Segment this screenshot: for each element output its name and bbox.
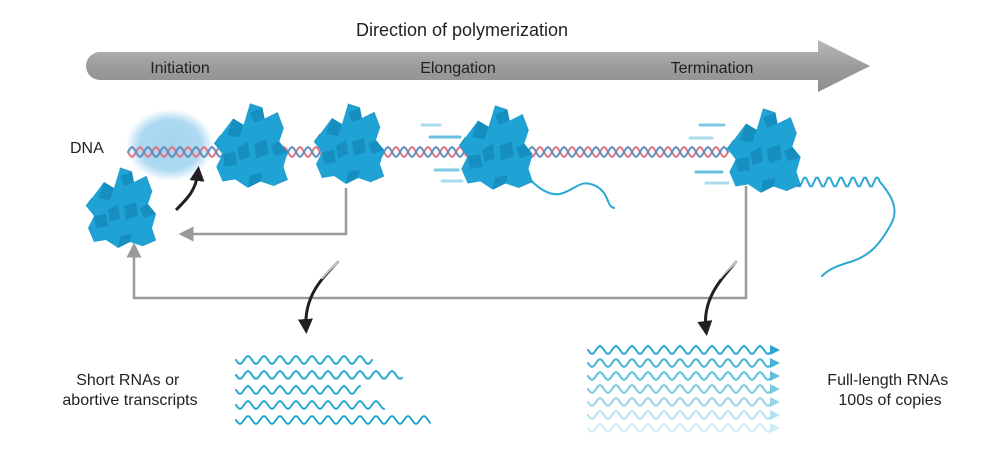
rna-strand-icon (587, 422, 771, 434)
rna-arrowhead (770, 371, 780, 381)
rna-strand-icon (587, 370, 771, 382)
rna-arrowhead (770, 410, 780, 420)
full-rnas-label: Full-length RNAs 100s of copies (827, 372, 952, 409)
rna-strand-icon (587, 396, 771, 408)
rna-strand-icon (235, 414, 431, 426)
rna-polymerase-icon (213, 103, 289, 189)
rna-polymerase-icon (85, 167, 157, 249)
rna-strand-icon (519, 169, 615, 209)
rna-strand-icon (587, 357, 771, 369)
rna-arrowhead (770, 397, 780, 407)
promoter-glow (126, 109, 214, 181)
short-rna-pool (235, 354, 431, 426)
rna-polymerase-icon (726, 108, 802, 194)
release-arrows (297, 260, 738, 336)
stage-initiation: Initiation (150, 60, 210, 77)
dna-label: DNA (70, 140, 104, 157)
motion-streaks (420, 123, 730, 185)
stage-elongation: Elongation (420, 60, 496, 77)
full-length-rna-pool (587, 344, 780, 434)
rna-arrowhead (770, 384, 780, 394)
short-rnas-label: Short RNAs or abortive transcripts (62, 372, 197, 409)
binding-arrow (174, 166, 205, 212)
rna-polymerase-icon (313, 103, 385, 185)
recycling-arrows (126, 186, 748, 300)
dna-helix-icon (127, 145, 729, 159)
rna-strand-icon (587, 344, 771, 356)
rna-strand-icon (235, 369, 403, 381)
polymerization-arrow (86, 40, 870, 92)
rna-arrowhead (770, 345, 780, 355)
nascent-rna (519, 169, 896, 277)
rna-strand-icon (235, 354, 373, 366)
rna-polymerase-icon (458, 105, 534, 191)
rna-strand-icon (587, 409, 771, 421)
rna-strand-icon (235, 384, 361, 396)
rna-arrowhead (770, 358, 780, 368)
stage-termination: Termination (671, 60, 754, 77)
rna-strand-icon (587, 383, 771, 395)
rna-arrowhead (770, 423, 780, 433)
header-title: Direction of polymerization (356, 20, 568, 40)
rna-strand-icon (235, 399, 385, 411)
rna-strand-icon (795, 176, 896, 277)
